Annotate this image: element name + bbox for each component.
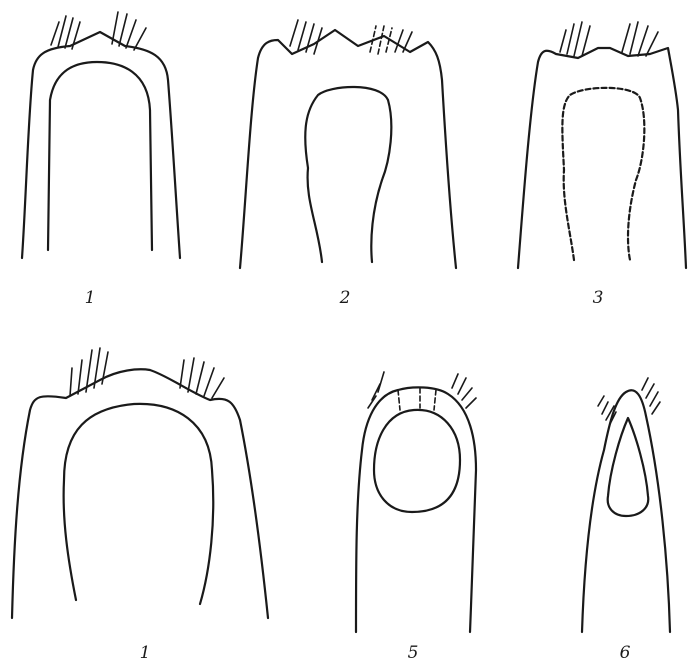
figure-1-bristles <box>51 12 146 50</box>
figure-5-outer-outline <box>356 387 476 632</box>
figure-2-label: 2 <box>339 288 351 308</box>
figure-6-drawing <box>582 378 670 632</box>
figure-4-label: 1 <box>140 643 151 661</box>
figure-3-bristles <box>560 22 658 56</box>
figure-5-inner-cavity <box>374 410 460 512</box>
figure-2-drawing <box>240 20 456 268</box>
figure-5-label: 5 <box>408 643 419 661</box>
figure-5-drawing <box>356 372 476 632</box>
figure-3-inner-cavity <box>562 88 644 260</box>
figure-1-inner-cavity <box>48 62 152 250</box>
figure-1-drawing <box>22 12 180 258</box>
figure-5-bristles <box>368 372 476 408</box>
figure-1-label: 1 <box>85 288 96 308</box>
figure-4-drawing <box>12 348 268 618</box>
figure-4-outer-outline <box>12 369 268 618</box>
figure-6-outer-outline <box>582 390 670 632</box>
figure-6-label: 6 <box>620 643 631 661</box>
figure-6-inner-cavity <box>608 418 649 516</box>
figure-2-outer-outline <box>240 30 456 268</box>
figure-6-bristles <box>598 378 660 424</box>
figure-2-inner-cavity <box>305 87 391 262</box>
figure-3-outer-outline <box>518 48 686 268</box>
figure-4-bristles <box>70 348 224 398</box>
figure-3-drawing <box>518 22 686 268</box>
figure-2-bristles <box>290 20 412 54</box>
figure-5-crown-marks <box>398 388 436 410</box>
figure-1-outer-outline <box>22 32 180 258</box>
figure-4-inner-cavity <box>64 404 214 604</box>
figure-3-label: 3 <box>593 288 604 308</box>
